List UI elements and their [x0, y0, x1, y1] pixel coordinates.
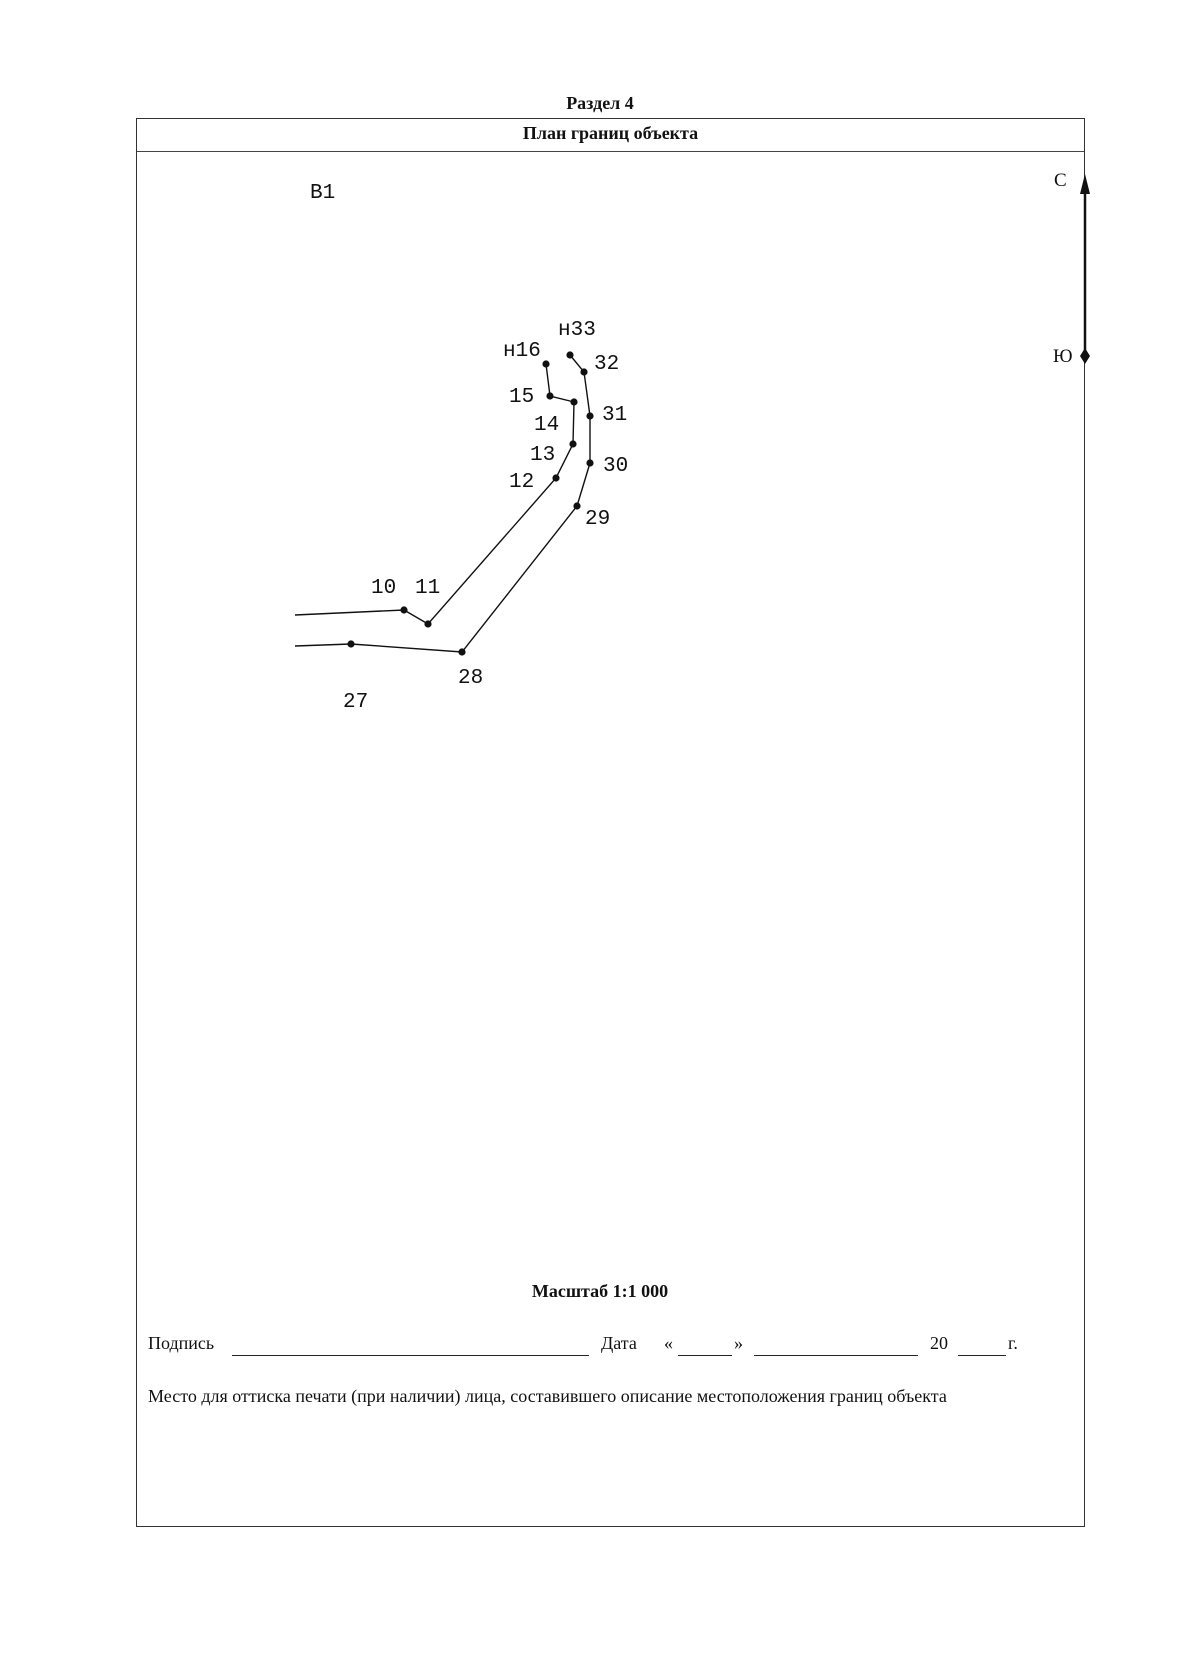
point-marker — [566, 351, 574, 359]
date-year-line — [958, 1355, 1006, 1356]
signature-label: Подпись — [148, 1333, 215, 1353]
date-label: Дата — [601, 1333, 637, 1353]
point-label: 27 — [343, 691, 368, 714]
plan-frame: План границ объекта — [136, 118, 1085, 1527]
point-label: 11 — [415, 577, 440, 600]
date-year-suffix: г. — [1008, 1333, 1018, 1353]
north-arrow-icon — [1080, 174, 1090, 364]
point-marker — [458, 648, 466, 656]
point-marker — [580, 368, 588, 376]
sheet-label: В1 — [310, 182, 335, 205]
boundary-points — [347, 351, 594, 656]
date-quote-close: » — [734, 1333, 743, 1353]
point-label: 10 — [371, 577, 396, 600]
point-label: н33 — [558, 319, 596, 342]
point-label: 31 — [602, 404, 627, 427]
point-marker — [586, 412, 594, 420]
point-marker — [552, 474, 560, 482]
point-marker — [347, 640, 355, 648]
date-month-line — [754, 1355, 918, 1356]
point-label: 14 — [534, 414, 559, 437]
compass-north-label: С — [1054, 170, 1067, 191]
point-label: 28 — [458, 667, 483, 690]
date-day-line — [678, 1355, 732, 1356]
section-title: Раздел 4 — [566, 93, 634, 113]
point-label: 12 — [509, 471, 534, 494]
point-marker — [570, 398, 578, 406]
point-label: 32 — [594, 353, 619, 376]
boundary-line-upper — [294, 363, 575, 625]
point-label: 15 — [509, 386, 534, 409]
point-label: н16 — [503, 340, 541, 363]
point-marker — [586, 459, 594, 467]
point-marker — [546, 392, 554, 400]
point-label: 29 — [585, 508, 610, 531]
scale-label: Масштаб 1:1 000 — [531, 1281, 669, 1301]
point-marker — [542, 360, 550, 368]
stamp-note: Место для оттиска печати (при наличии) л… — [148, 1386, 947, 1406]
plan-header-title: План границ объекта — [137, 119, 1084, 152]
boundary-line-lower — [294, 354, 591, 653]
compass-south-label: Ю — [1053, 346, 1073, 367]
date-year-prefix: 20 — [930, 1333, 948, 1353]
date-quote-open: « — [664, 1333, 673, 1353]
point-marker — [400, 606, 408, 614]
point-marker — [573, 502, 581, 510]
point-label: 30 — [603, 455, 628, 478]
point-marker — [569, 440, 577, 448]
point-label: 13 — [530, 444, 555, 467]
signature-line — [232, 1355, 589, 1356]
point-marker — [424, 620, 432, 628]
